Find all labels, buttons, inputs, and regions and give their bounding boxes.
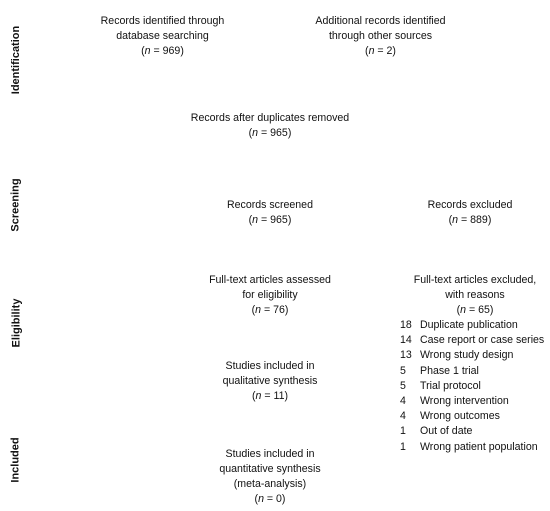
box-fulltext-excluded: Full-text articles excluded, with reason… [395,273,550,318]
phase-label-screening: Screening [10,178,22,232]
phase-label-identification: Identification [10,25,23,94]
box-qualitative-synthesis: Studies included in qualitative synthesi… [200,359,340,404]
box-other-sources: Additional records identified through ot… [293,14,468,59]
box-database-records: Records identified through database sear… [80,14,245,59]
box-after-duplicates: Records after duplicates removed (n = 96… [170,111,370,141]
count-quantitative: (n = 0) [254,493,286,505]
count-database: (n = 969) [141,45,184,57]
count-other-sources: (n = 2) [365,45,396,57]
count-fulltext-assessed: (n = 76) [251,304,289,316]
box-records-excluded: Records excluded (n = 889) [400,198,540,228]
phase-label-included: Included [10,437,23,483]
count-screened: (n = 965) [248,214,292,226]
count-after-duplicates: (n = 965) [248,127,292,139]
count-qualitative: (n = 11) [251,390,289,402]
count-fulltext-excluded: (n = 65) [456,304,494,316]
box-fulltext-assessed: Full-text articles assessed for eligibil… [190,273,350,318]
phase-label-eligibility: Eligibility [10,298,22,348]
box-records-screened: Records screened (n = 965) [205,198,335,228]
box-quantitative-synthesis: Studies included in quantitative synthes… [195,447,345,507]
count-excluded: (n = 889) [448,214,492,226]
